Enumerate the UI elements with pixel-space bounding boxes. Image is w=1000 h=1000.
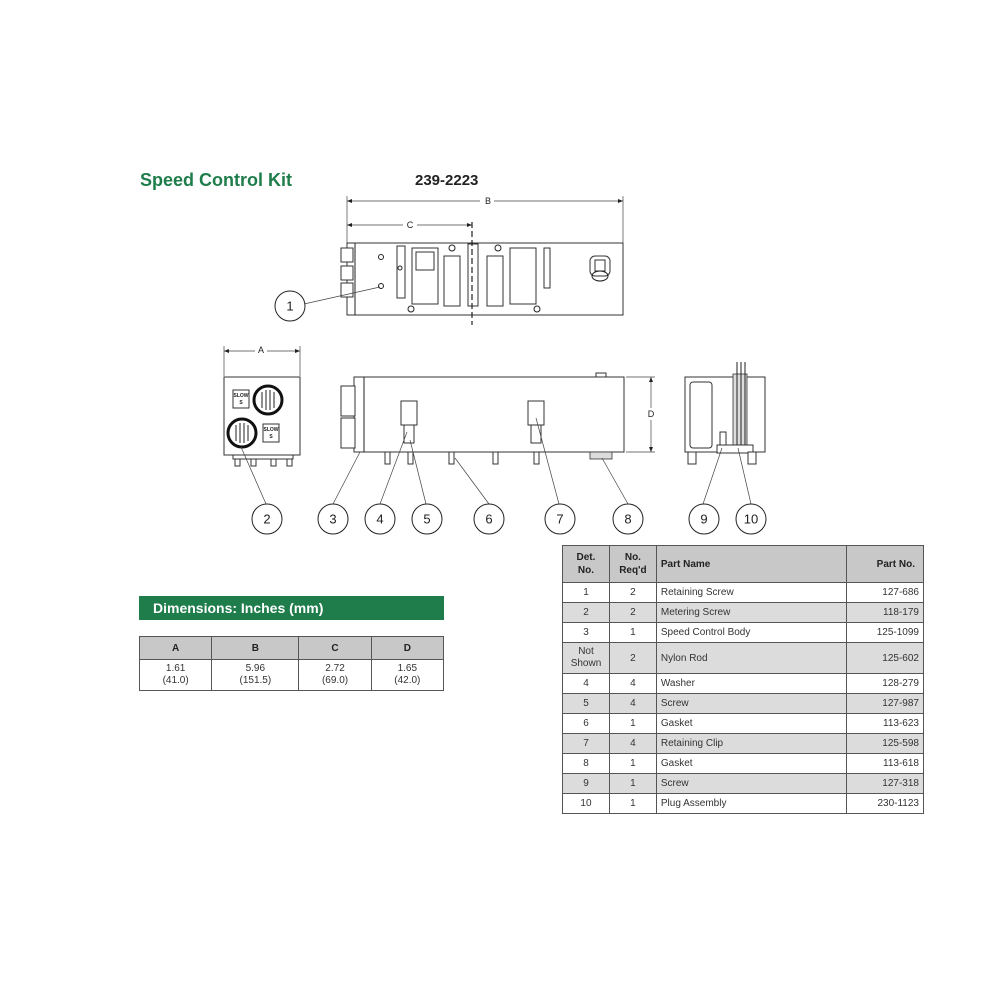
- dim-col-b: B: [211, 636, 300, 660]
- dim-value-c: 2.72(69.0): [298, 659, 372, 691]
- dimensions-value-row: 1.61(41.0) 5.96(151.5) 2.72(69.0) 1.65(4…: [138, 659, 445, 691]
- dimension-label-a: A: [258, 345, 264, 355]
- callout-2: 2: [251, 503, 283, 535]
- dim-col-c: C: [298, 636, 372, 660]
- svg-text:3: 3: [329, 512, 336, 527]
- callout-6: 6: [473, 503, 505, 535]
- side-view: [684, 362, 766, 465]
- callout-4: 4: [364, 503, 396, 535]
- svg-text:9: 9: [700, 512, 707, 527]
- dim-value-d: 1.65(42.0): [370, 659, 445, 691]
- svg-text:4: 4: [376, 512, 383, 527]
- svg-text:7: 7: [556, 512, 563, 527]
- kit-number: 239-2223: [415, 172, 479, 189]
- dim-value-a: 1.61(41.0): [138, 659, 213, 691]
- parts-header-name: Part Name: [655, 545, 848, 583]
- top-view: B C: [340, 195, 624, 325]
- parts-header-part: Part No.: [846, 545, 924, 583]
- callout-3: 3: [317, 503, 349, 535]
- parts-header-req: No. Req'd: [608, 545, 657, 583]
- dimensions-table: A B C D 1.61(41.0) 5.96(151.5) 2.72(69.0…: [138, 636, 445, 691]
- dimensions-header: Dimensions: Inches (mm): [139, 596, 444, 620]
- dimensions-header-row: A B C D: [138, 636, 445, 660]
- callout-1: 1: [274, 290, 306, 322]
- callout-8: 8: [612, 503, 644, 535]
- page-title: Speed Control Kit: [140, 170, 292, 190]
- parts-header-row: Det. No. No. Req'd Part Name Part No.: [562, 545, 924, 583]
- dim-col-d: D: [370, 636, 445, 660]
- leader-lines: [240, 286, 752, 505]
- dimension-label-d: D: [648, 409, 655, 419]
- knob-label-slow-1: SLOW: [234, 393, 249, 399]
- svg-text:5: 5: [423, 512, 430, 527]
- dim-value-b: 5.96(151.5): [211, 659, 300, 691]
- callout-5: 5: [411, 503, 443, 535]
- front-view: D: [340, 372, 657, 465]
- callout-10: 10: [735, 503, 767, 535]
- knob-label-s-2: S: [269, 434, 273, 440]
- dim-col-a: A: [138, 636, 213, 660]
- knob-label-s-1: S: [239, 400, 243, 406]
- svg-text:8: 8: [624, 512, 631, 527]
- svg-text:10: 10: [744, 512, 758, 527]
- knob-label-slow-2: SLOW: [264, 427, 279, 433]
- svg-text:6: 6: [485, 512, 492, 527]
- dimension-label-c: C: [407, 220, 414, 230]
- parts-header-det: Det. No.: [562, 545, 610, 583]
- callout-7: 7: [544, 503, 576, 535]
- callout-9: 9: [688, 503, 720, 535]
- svg-text:1: 1: [286, 299, 293, 314]
- svg-text:2: 2: [263, 512, 270, 527]
- end-view: A SLOW S SLOW S: [223, 345, 301, 467]
- dimension-label-b: B: [485, 196, 491, 206]
